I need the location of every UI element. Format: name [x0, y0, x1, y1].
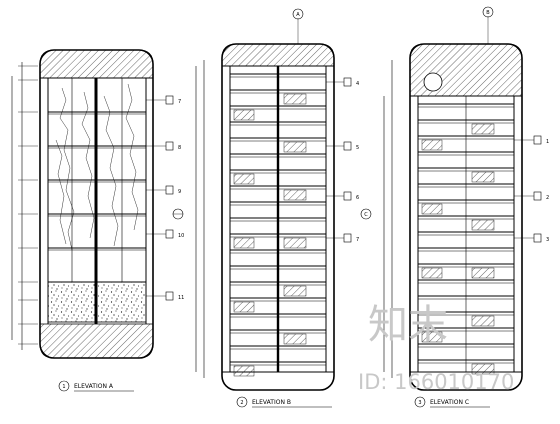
marker-b-label: B: [486, 10, 490, 16]
panel-b-glass-tile: [283, 189, 307, 201]
panel-a-dimension-chain: [11, 62, 38, 350]
callout-a-4: 10: [178, 233, 184, 239]
panel-a-number-circle: [58, 380, 70, 392]
callout-c-3: 3: [546, 237, 549, 243]
marker-b-circle: [482, 6, 494, 18]
marker-a-label: A: [296, 12, 300, 18]
panel-c-callouts: 1 2 3: [514, 135, 549, 243]
watermark-logo-text: 知末: [368, 302, 448, 348]
callout-c-2: 2: [546, 195, 549, 201]
panel-b-glass-tile: [233, 109, 255, 121]
panel-c-caption: ELEVATION C: [430, 399, 469, 406]
panel-c-glass-tile: [421, 331, 443, 343]
panel-b-glass-tile: [233, 365, 255, 377]
panel-c-round-detail: [423, 72, 443, 92]
callout-a-1: 7: [178, 99, 181, 105]
panel-c-glass-tile: [471, 267, 495, 279]
callout-b-3: 6: [356, 195, 359, 201]
panel-a-number: 1: [62, 384, 65, 390]
panel-c-glass-tile: [471, 315, 495, 327]
panel-c-glass-tile: [471, 219, 495, 231]
callout-a-5: 11: [178, 295, 184, 301]
watermark-id-text: ID: 166010170: [358, 370, 514, 394]
panel-b-glass-tile: [283, 93, 307, 105]
watermark: 知末 ID: 166010170: [358, 302, 514, 394]
panel-a-caption: ELEVATION A: [74, 383, 114, 390]
panel-b-glass-tile: [283, 141, 307, 153]
panel-c-number: 3: [418, 400, 421, 406]
callout-b-2: 5: [356, 145, 359, 151]
elevation-panel-c: B 1 2 3 C 3 ELEVATION C: [360, 6, 549, 408]
panel-c-glass-tile: [421, 203, 443, 215]
panel-c-glass-tile: [471, 123, 495, 135]
marker-c-circle: [360, 208, 372, 220]
panel-c-glass-tile: [421, 267, 443, 279]
panel-b-dimension-chain: [195, 60, 205, 378]
panel-c-glass-tile: [471, 171, 495, 183]
marker-a-circle: [292, 8, 304, 20]
panel-c-dimension-chain: [383, 60, 393, 378]
callout-c-1: 1: [546, 139, 549, 145]
panel-c-rails: [418, 103, 514, 364]
panel-b-number: 2: [240, 400, 243, 406]
elevation-panel-a: 7 8 9 10 11 1 ELEVATION A: [11, 49, 184, 392]
panel-a-rails: [48, 111, 146, 283]
panel-c-glass-tile: [421, 139, 443, 151]
panel-b-glass-tile: [233, 301, 255, 313]
callout-b-4: 7: [356, 237, 359, 243]
callout-a-3: 9: [178, 189, 181, 195]
panel-a-base: [39, 323, 154, 359]
panel-b-rails: [230, 73, 326, 366]
panel-a-top-cap: [39, 49, 154, 79]
panel-a-callouts: 7 8 9 10 11: [146, 95, 184, 301]
panel-b-glass-tile: [283, 285, 307, 297]
panel-b-glass-tiles: [233, 93, 307, 377]
panel-c-glass-tile: [471, 363, 495, 375]
panel-c-number-circle: [414, 396, 426, 408]
panel-b-number-circle: [236, 396, 248, 408]
callout-a-2: 8: [178, 145, 181, 151]
panel-a-decorative-strokes: [55, 83, 139, 251]
panel-b-glass-tile: [233, 173, 255, 185]
callout-b-1: 4: [356, 81, 359, 87]
panel-b-glass-tile: [283, 333, 307, 345]
panel-b-top-cap: [221, 43, 335, 67]
panel-b-glass-tile: [283, 237, 307, 249]
panel-c-glass-tiles: [421, 123, 495, 375]
panel-b-callouts: 4 5 6 7: [326, 77, 359, 243]
marker-c-label: C: [364, 212, 368, 218]
panel-b-caption: ELEVATION B: [252, 399, 291, 406]
panel-b-glass-tile: [233, 237, 255, 249]
elevation-panel-b: A 4 5 6 7 2 ELEVATION B: [195, 8, 359, 408]
